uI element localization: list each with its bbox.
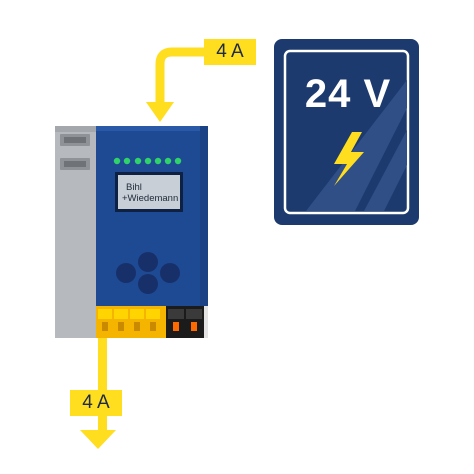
button-right — [160, 263, 180, 283]
power-supply-panel — [274, 39, 419, 225]
terminal-blocks — [96, 306, 208, 338]
device-buttons — [116, 252, 180, 294]
current-out-arrow — [80, 332, 116, 449]
voltage-label: 24 V — [304, 72, 392, 116]
led-6 — [164, 157, 172, 165]
brand-line-1: Bihl — [126, 182, 142, 193]
current-out-label: 4 A — [70, 390, 122, 416]
led-1 — [113, 157, 121, 165]
button-up — [138, 252, 158, 272]
brand-logo: Bihl +Wiedemann — [122, 182, 182, 204]
led-4 — [144, 157, 152, 165]
button-down — [138, 274, 158, 294]
brand-line-2: +Wiedemann — [122, 193, 179, 204]
device-gray-module — [55, 126, 97, 338]
current-in-arrow — [146, 47, 206, 122]
led-3 — [134, 157, 142, 165]
led-2 — [123, 157, 131, 165]
button-left — [116, 263, 136, 283]
status-leds — [113, 157, 182, 165]
lightning-bolt-icon — [334, 132, 364, 186]
led-5 — [154, 157, 162, 165]
device-display — [115, 172, 183, 212]
current-in-label: 4 A — [204, 39, 256, 65]
led-7 — [174, 157, 182, 165]
